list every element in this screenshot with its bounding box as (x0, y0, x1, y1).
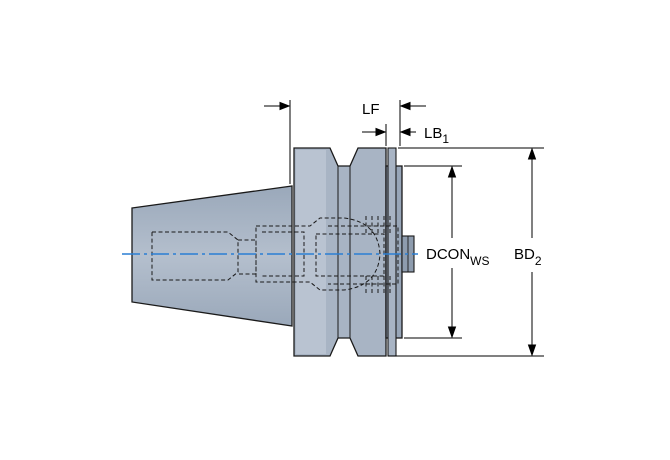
flange-face-highlight (296, 150, 326, 354)
label-bd2-sub: 2 (535, 254, 542, 268)
label-dcon: DCONWS (426, 246, 490, 268)
label-bd2-main: BD (514, 246, 535, 263)
dimensions (264, 100, 544, 357)
label-lb1-main: LB (424, 125, 442, 142)
label-dcon-main: DCON (426, 246, 470, 263)
label-lb1: LB1 (424, 125, 449, 146)
hidden-features (151, 216, 399, 294)
front-step (387, 147, 397, 357)
label-dcon-sub: WS (470, 254, 489, 268)
label-lb1-sub: 1 (442, 132, 449, 146)
taper-shank (131, 185, 293, 327)
label-bd2: BD2 (514, 246, 542, 268)
label-lf: LF (362, 101, 380, 118)
